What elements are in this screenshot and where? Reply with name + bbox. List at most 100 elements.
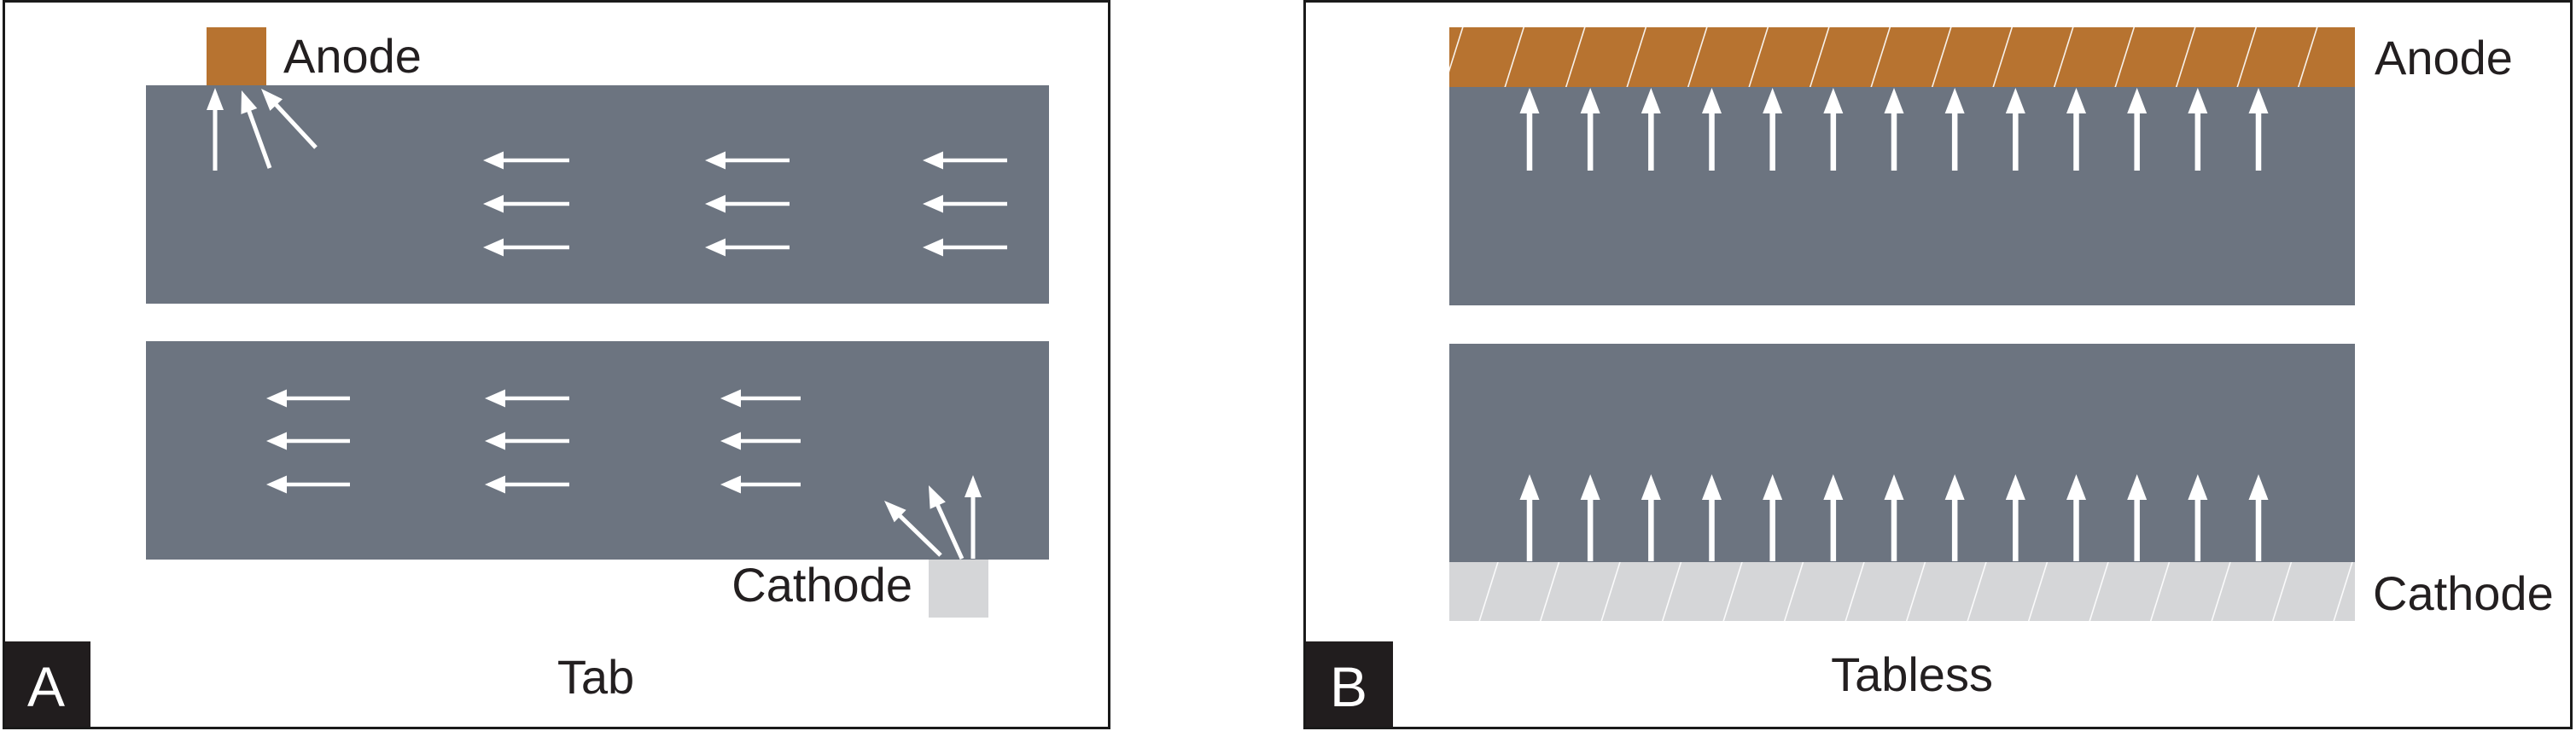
current-arrow [884,501,942,557]
current-arrow [929,485,965,560]
hatch-line [2333,562,2353,621]
panel-b-badge-letter: B [1330,655,1367,718]
current-arrow [2066,474,2087,561]
anode-label: Anode [283,29,422,83]
electrode-sheet-2 [146,341,1049,560]
current-arrow [485,389,569,408]
current-arrow [2248,88,2269,171]
sheet1-current-arrows [1519,88,2269,171]
anode-strip-hatch [1382,24,2318,90]
current-arrow [241,90,272,169]
hatch-line [1504,27,1525,87]
current-arrow [1702,88,1722,171]
anode-converging-arrows [207,88,318,171]
hatch-line [1449,27,1464,73]
current-arrow [965,475,982,559]
current-arrow [720,389,801,408]
cathode-strip-hatch [1356,559,2353,624]
hatch-line [2271,562,2293,621]
cathode-label: Cathode [731,558,912,612]
panel-a-caption: Tab [557,650,634,704]
hatch-line [1478,562,1499,621]
sheet1-current-arrows [483,151,1007,257]
hatch-line [1539,562,1560,621]
current-arrow [1580,88,1600,171]
hatch-line [1600,562,1621,621]
cathode-diverging-arrows [884,475,982,560]
current-arrow [705,194,790,213]
current-arrow [2127,474,2148,561]
current-arrow [2188,88,2208,171]
current-arrow [261,89,318,149]
sheet2-current-arrows [1519,474,2269,561]
hatch-line [1626,27,1647,87]
panel-b-badge [1306,641,1393,727]
current-arrow [1884,474,1904,561]
hatch-line [1748,27,1769,87]
hatch-line [1870,27,1891,87]
hatch-line [1905,562,1926,621]
current-arrow [2248,474,2269,561]
current-arrow [1641,474,1661,561]
current-arrow [705,151,790,170]
hatch-line [2053,27,2074,87]
panel-b-caption: Tabless [1831,647,1993,701]
current-arrow [1763,88,1783,171]
hatch-line [2027,562,2049,621]
anode-strip [1449,27,2355,87]
current-arrow [720,475,801,494]
panel-b-tabless: Anode Cathode B Tabless [1303,0,2573,729]
current-arrow [1519,474,1540,561]
current-arrow [1884,88,1904,171]
panel-a-tab: Anode Cathode A Tab [3,0,1110,729]
hatch-line [1992,27,2014,87]
current-arrow [2005,88,2025,171]
hatch-line [2297,27,2318,87]
current-arrow [2127,88,2148,171]
current-arrow [1580,474,1600,561]
hatch-line [1382,24,1403,90]
current-arrow [2188,474,2208,561]
hatch-line [2236,27,2258,87]
cathode-tab [929,560,988,618]
hatch-line [1418,559,1438,624]
anode-label: Anode [2375,31,2513,84]
panel-a-canvas: Anode Cathode A Tab [5,27,1049,727]
current-arrow [485,475,569,494]
hatch-line [1356,559,1377,624]
current-arrow [483,238,569,257]
hatch-line [2175,27,2196,87]
current-arrow [1823,88,1844,171]
hatch-line [1931,27,1952,87]
hatch-line [2089,562,2109,621]
panel-b-canvas: Anode Cathode B Tabless [1306,24,2554,727]
current-arrow [923,238,1007,257]
current-arrow [1519,88,1540,171]
cathode-label: Cathode [2373,566,2554,620]
hatch-line [1783,562,1804,621]
hatch-line [1845,562,1865,621]
cathode-strip [1449,562,2355,621]
current-arrow [1763,474,1783,561]
current-arrow [2005,474,2025,561]
electrode-sheet-1 [1449,87,2355,305]
electrode-sheet-2 [1449,344,2355,562]
current-arrow [1944,474,1965,561]
hatch-line [2149,562,2171,621]
current-arrow [2066,88,2087,171]
current-arrow [923,151,1007,170]
current-arrow [266,389,350,408]
electrode-sheet-1 [146,85,1049,304]
current-arrow [266,432,350,450]
current-arrow [1702,474,1722,561]
current-arrow [207,88,224,171]
current-arrow [720,432,801,450]
panel-a-badge-letter: A [27,655,65,718]
hatch-line [1809,27,1830,87]
hatch-line [1722,562,1743,621]
current-arrow [1641,88,1661,171]
current-arrow [1944,88,1965,171]
panel-a-badge [5,641,90,727]
hatch-line [2211,562,2231,621]
